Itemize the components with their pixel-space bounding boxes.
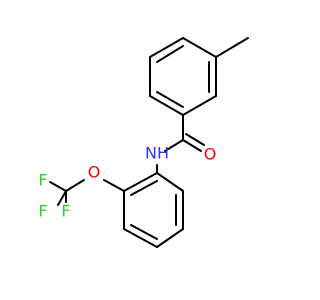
bond <box>156 172 184 192</box>
carbonyl-oxygen-label: O <box>204 145 217 164</box>
ether-oxygen-to-cf3-bond <box>65 179 85 192</box>
anilide-ring <box>123 172 184 248</box>
toluoyl-ring <box>149 37 217 116</box>
bond <box>156 45 184 63</box>
bond <box>156 91 184 108</box>
bond <box>123 172 158 192</box>
fluorine-label-1: F <box>38 171 47 190</box>
bond <box>182 95 217 116</box>
ring-to-ether-oxygen-bond <box>103 179 125 192</box>
bond <box>123 228 158 248</box>
bond <box>130 180 158 196</box>
amide-nitrogen-label: NH <box>145 144 169 163</box>
methyl-bond <box>215 37 249 58</box>
carbonyl-double-bond-b <box>185 133 205 146</box>
bond <box>149 37 184 58</box>
bond <box>130 224 158 240</box>
fluorine-label-2: F <box>61 202 70 221</box>
chemical-structure-diagram: NH O O F F F <box>38 37 249 248</box>
bond <box>149 95 184 116</box>
ether-oxygen-label: O <box>88 163 101 182</box>
bond <box>182 37 217 58</box>
fluorine-label-3: F <box>38 202 47 221</box>
carbonyl-double-bond-a <box>182 139 202 152</box>
bond <box>156 228 184 248</box>
carbonyl-to-nitrogen-bond <box>164 139 184 152</box>
cf-bond-3 <box>57 190 67 206</box>
cf-bond-1 <box>49 181 67 192</box>
